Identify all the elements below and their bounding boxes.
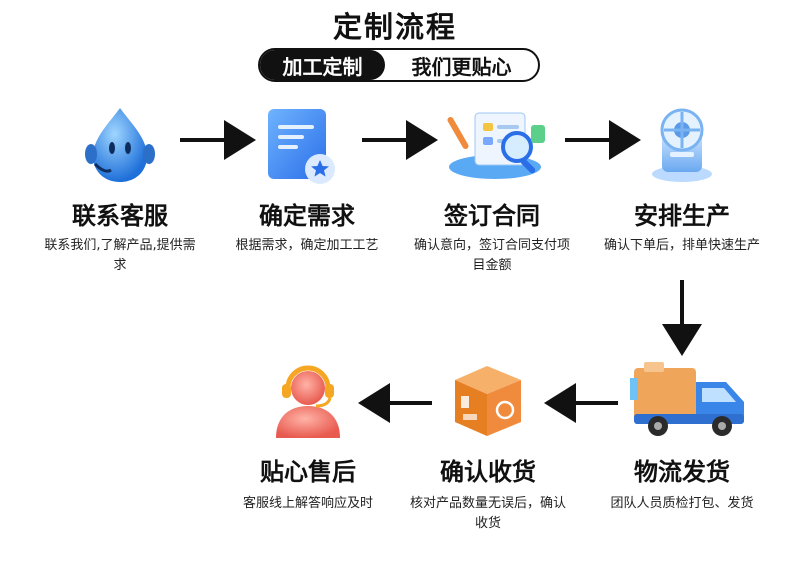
step-title-contact: 联系客服 — [72, 202, 168, 230]
step-desc-contact: 联系我们,了解产品,提供需求 — [44, 238, 196, 273]
water-drop-mascot-icon — [75, 100, 165, 194]
step-title-receipt: 确认收货 — [440, 458, 536, 486]
production-machine-icon — [640, 102, 725, 191]
step-desc-aftersales: 客服线上解答响应及时 — [242, 496, 373, 511]
customer-service-headset-icon — [268, 360, 348, 446]
step-desc-confirm-needs: 根据需求，确定加工工艺 — [235, 238, 379, 253]
step-desc-shipping: 团队人员质检打包、发货 — [610, 496, 754, 511]
step-title-contract: 签订合同 — [444, 202, 540, 230]
package-box-icon — [445, 360, 530, 444]
badge-right-label: 我们更贴心 — [411, 54, 512, 79]
subtitle-badge: 加工定制 我们更贴心 — [258, 48, 540, 82]
step-desc-contract: 确认意向，签订合同支付项目金额 — [413, 238, 570, 273]
delivery-truck-icon — [630, 358, 750, 444]
step-title-aftersales: 贴心售后 — [260, 458, 356, 486]
document-star-icon — [262, 105, 342, 194]
step-desc-production: 确认下单后，排单快速生产 — [603, 238, 760, 253]
badge-left-label: 加工定制 — [260, 50, 385, 80]
step-title-production: 安排生产 — [634, 202, 730, 230]
page-title: 定制流程 — [332, 10, 457, 44]
step-title-shipping: 物流发货 — [634, 458, 730, 486]
step-title-confirm-needs: 确定需求 — [259, 202, 355, 230]
step-desc-receipt: 核对产品数量无误后，确认收货 — [409, 496, 566, 531]
contract-magnifier-icon — [445, 105, 550, 189]
